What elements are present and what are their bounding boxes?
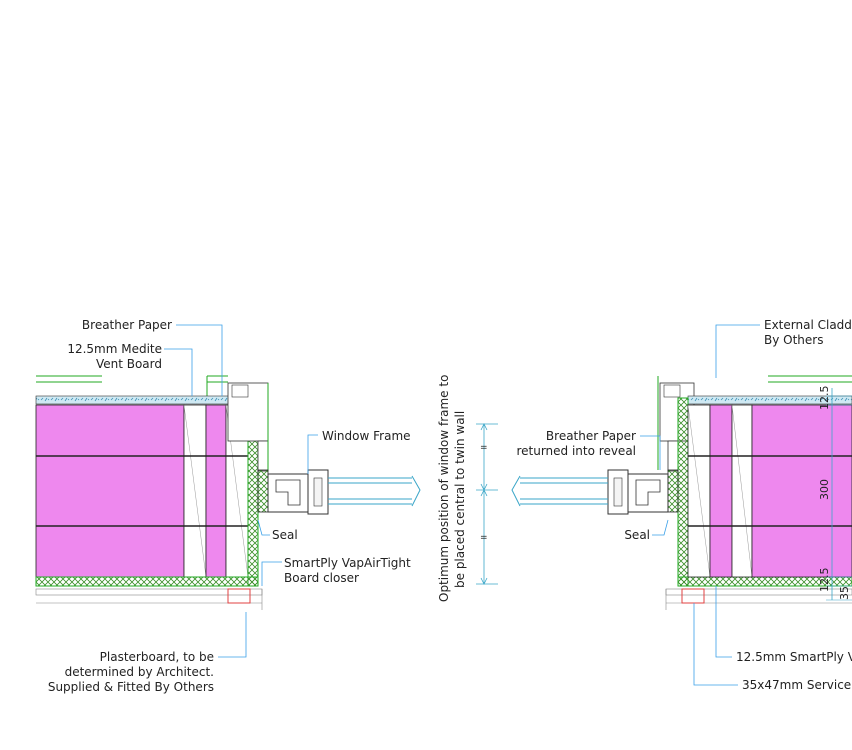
right-wall-section <box>657 375 852 610</box>
labels: Breather Paper 12.5mm Medite Vent Board … <box>48 318 852 694</box>
insulation-left-top <box>35 404 185 457</box>
insulation-left-bot <box>35 525 185 578</box>
label-optimum-line1: Optimum position of window frame to <box>437 375 451 602</box>
label-breather-paper: Breather Paper <box>82 318 172 332</box>
right-dimension-chain: 12.5 300 12.5 35 <box>818 386 852 601</box>
label-seal-right: Seal <box>624 528 650 542</box>
label-breather-returned-line2: returned into reveal <box>516 444 636 458</box>
insulation-right-top <box>751 404 852 457</box>
label-plasterboard-line3: Supplied & Fitted By Others <box>48 680 214 694</box>
label-breather-returned-line1: Breather Paper <box>546 429 636 443</box>
label-window-frame: Window Frame <box>322 429 411 443</box>
smartply-closer-right <box>677 397 689 587</box>
label-medite-line1: 12.5mm Medite <box>67 342 162 356</box>
central-dimension: = = <box>476 423 498 585</box>
dim-middle: 300 <box>818 479 831 500</box>
label-smartply-line1: SmartPly VapAirTight <box>284 556 411 570</box>
label-service-batten: 35x47mm Service B <box>742 678 852 692</box>
svg-text:=: = <box>480 443 488 453</box>
svg-text:=: = <box>480 533 488 543</box>
service-batten-left <box>227 588 251 604</box>
label-plasterboard-line2: determined by Architect. <box>65 665 214 679</box>
left-window-frame <box>257 469 421 515</box>
label-seal-left: Seal <box>272 528 298 542</box>
left-wall-section <box>35 375 269 610</box>
label-smartply-line2: Board closer <box>284 571 359 585</box>
vent-board-left <box>35 395 259 405</box>
dim-batten: 35 <box>838 586 851 600</box>
label-plasterboard-line1: Plasterboard, to be <box>100 650 214 664</box>
dim-bottom: 12.5 <box>818 568 831 593</box>
label-smartply-12-5: 12.5mm SmartPly Va <box>736 650 852 664</box>
label-medite-line2: Vent Board <box>96 357 162 371</box>
label-external-cladding-line1: External Cladding <box>764 318 852 332</box>
insulation-right-mid <box>751 455 852 527</box>
insulation-right-bot <box>751 525 852 578</box>
right-window-frame <box>511 469 679 515</box>
leader-lines <box>164 324 760 686</box>
insulation-left-mid <box>35 455 185 527</box>
label-optimum-line2: be placed central to twin wall <box>453 411 467 588</box>
label-external-cladding-line2: By Others <box>764 333 823 347</box>
dim-top: 12.5 <box>818 386 831 411</box>
service-batten-right <box>681 588 705 604</box>
